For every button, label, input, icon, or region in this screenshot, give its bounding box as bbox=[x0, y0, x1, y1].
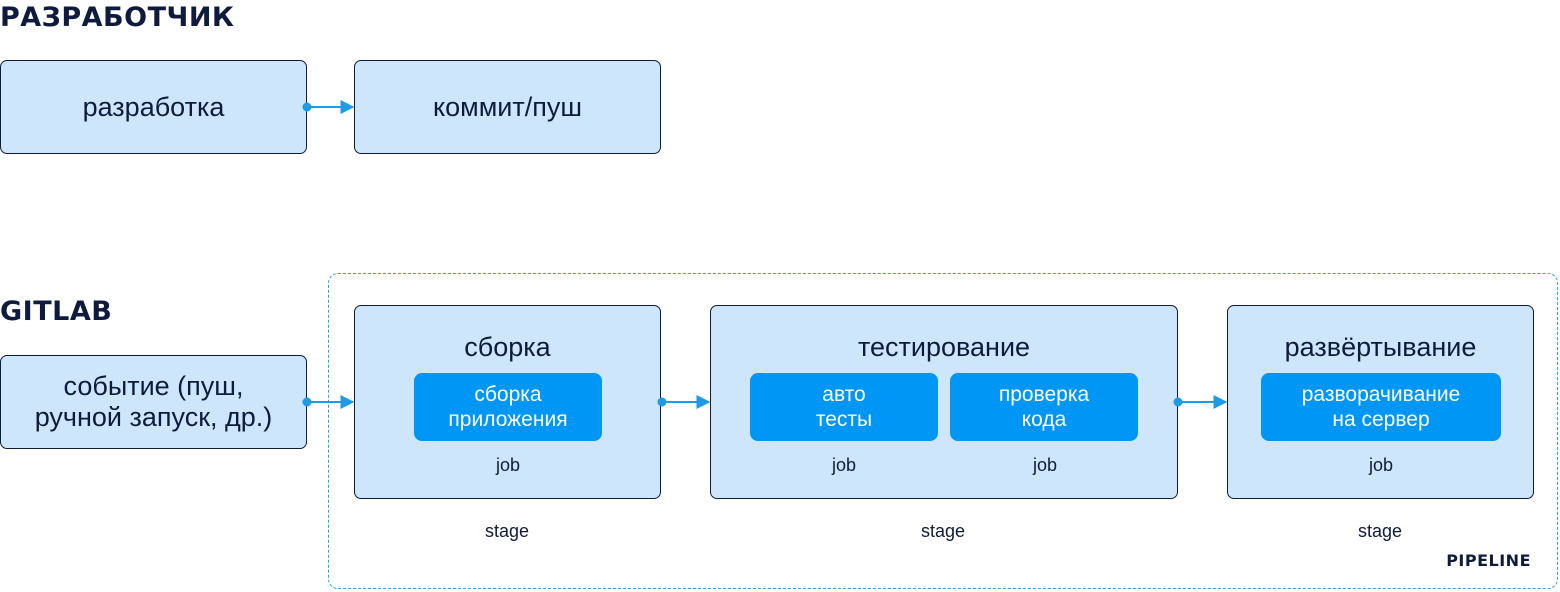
step-commit-push: коммит/пуш bbox=[354, 60, 661, 154]
stage-label: stage bbox=[920, 521, 966, 541]
stage-deploy: развёртывание разворачивание на сервер j… bbox=[1227, 305, 1534, 499]
developer-heading: РАЗРАБОТЧИК bbox=[0, 2, 235, 33]
stage-testing: тестирование авто тесты проверка кода jo… bbox=[710, 305, 1178, 499]
stage-label: stage bbox=[1357, 521, 1403, 541]
job-label: job bbox=[495, 455, 521, 475]
job-deploy-server: разворачивание на сервер bbox=[1261, 373, 1501, 441]
job-auto-tests: авто тесты bbox=[750, 373, 938, 441]
stage-title: тестирование bbox=[857, 332, 1031, 362]
job-label: job bbox=[831, 455, 857, 475]
stage-title: сборка bbox=[464, 332, 551, 362]
job-label: job bbox=[1032, 455, 1058, 475]
gitlab-heading: GITLAB bbox=[0, 296, 113, 327]
job-build-app: сборка приложения bbox=[414, 373, 602, 441]
pipeline-label: PIPELINE bbox=[1446, 551, 1531, 570]
stage-title: развёртывание bbox=[1284, 332, 1477, 362]
stage-build: сборка сборка приложения job bbox=[354, 305, 661, 499]
arrow-dev-to-commit bbox=[302, 100, 355, 114]
stage-label: stage bbox=[484, 521, 530, 541]
trigger-event-box: событие (пуш, ручной запуск, др.) bbox=[0, 355, 307, 449]
job-label: job bbox=[1368, 455, 1394, 475]
job-code-review: проверка кода bbox=[950, 373, 1138, 441]
pipeline-frame: PIPELINE bbox=[328, 273, 1558, 589]
step-development: разработка bbox=[0, 60, 307, 154]
